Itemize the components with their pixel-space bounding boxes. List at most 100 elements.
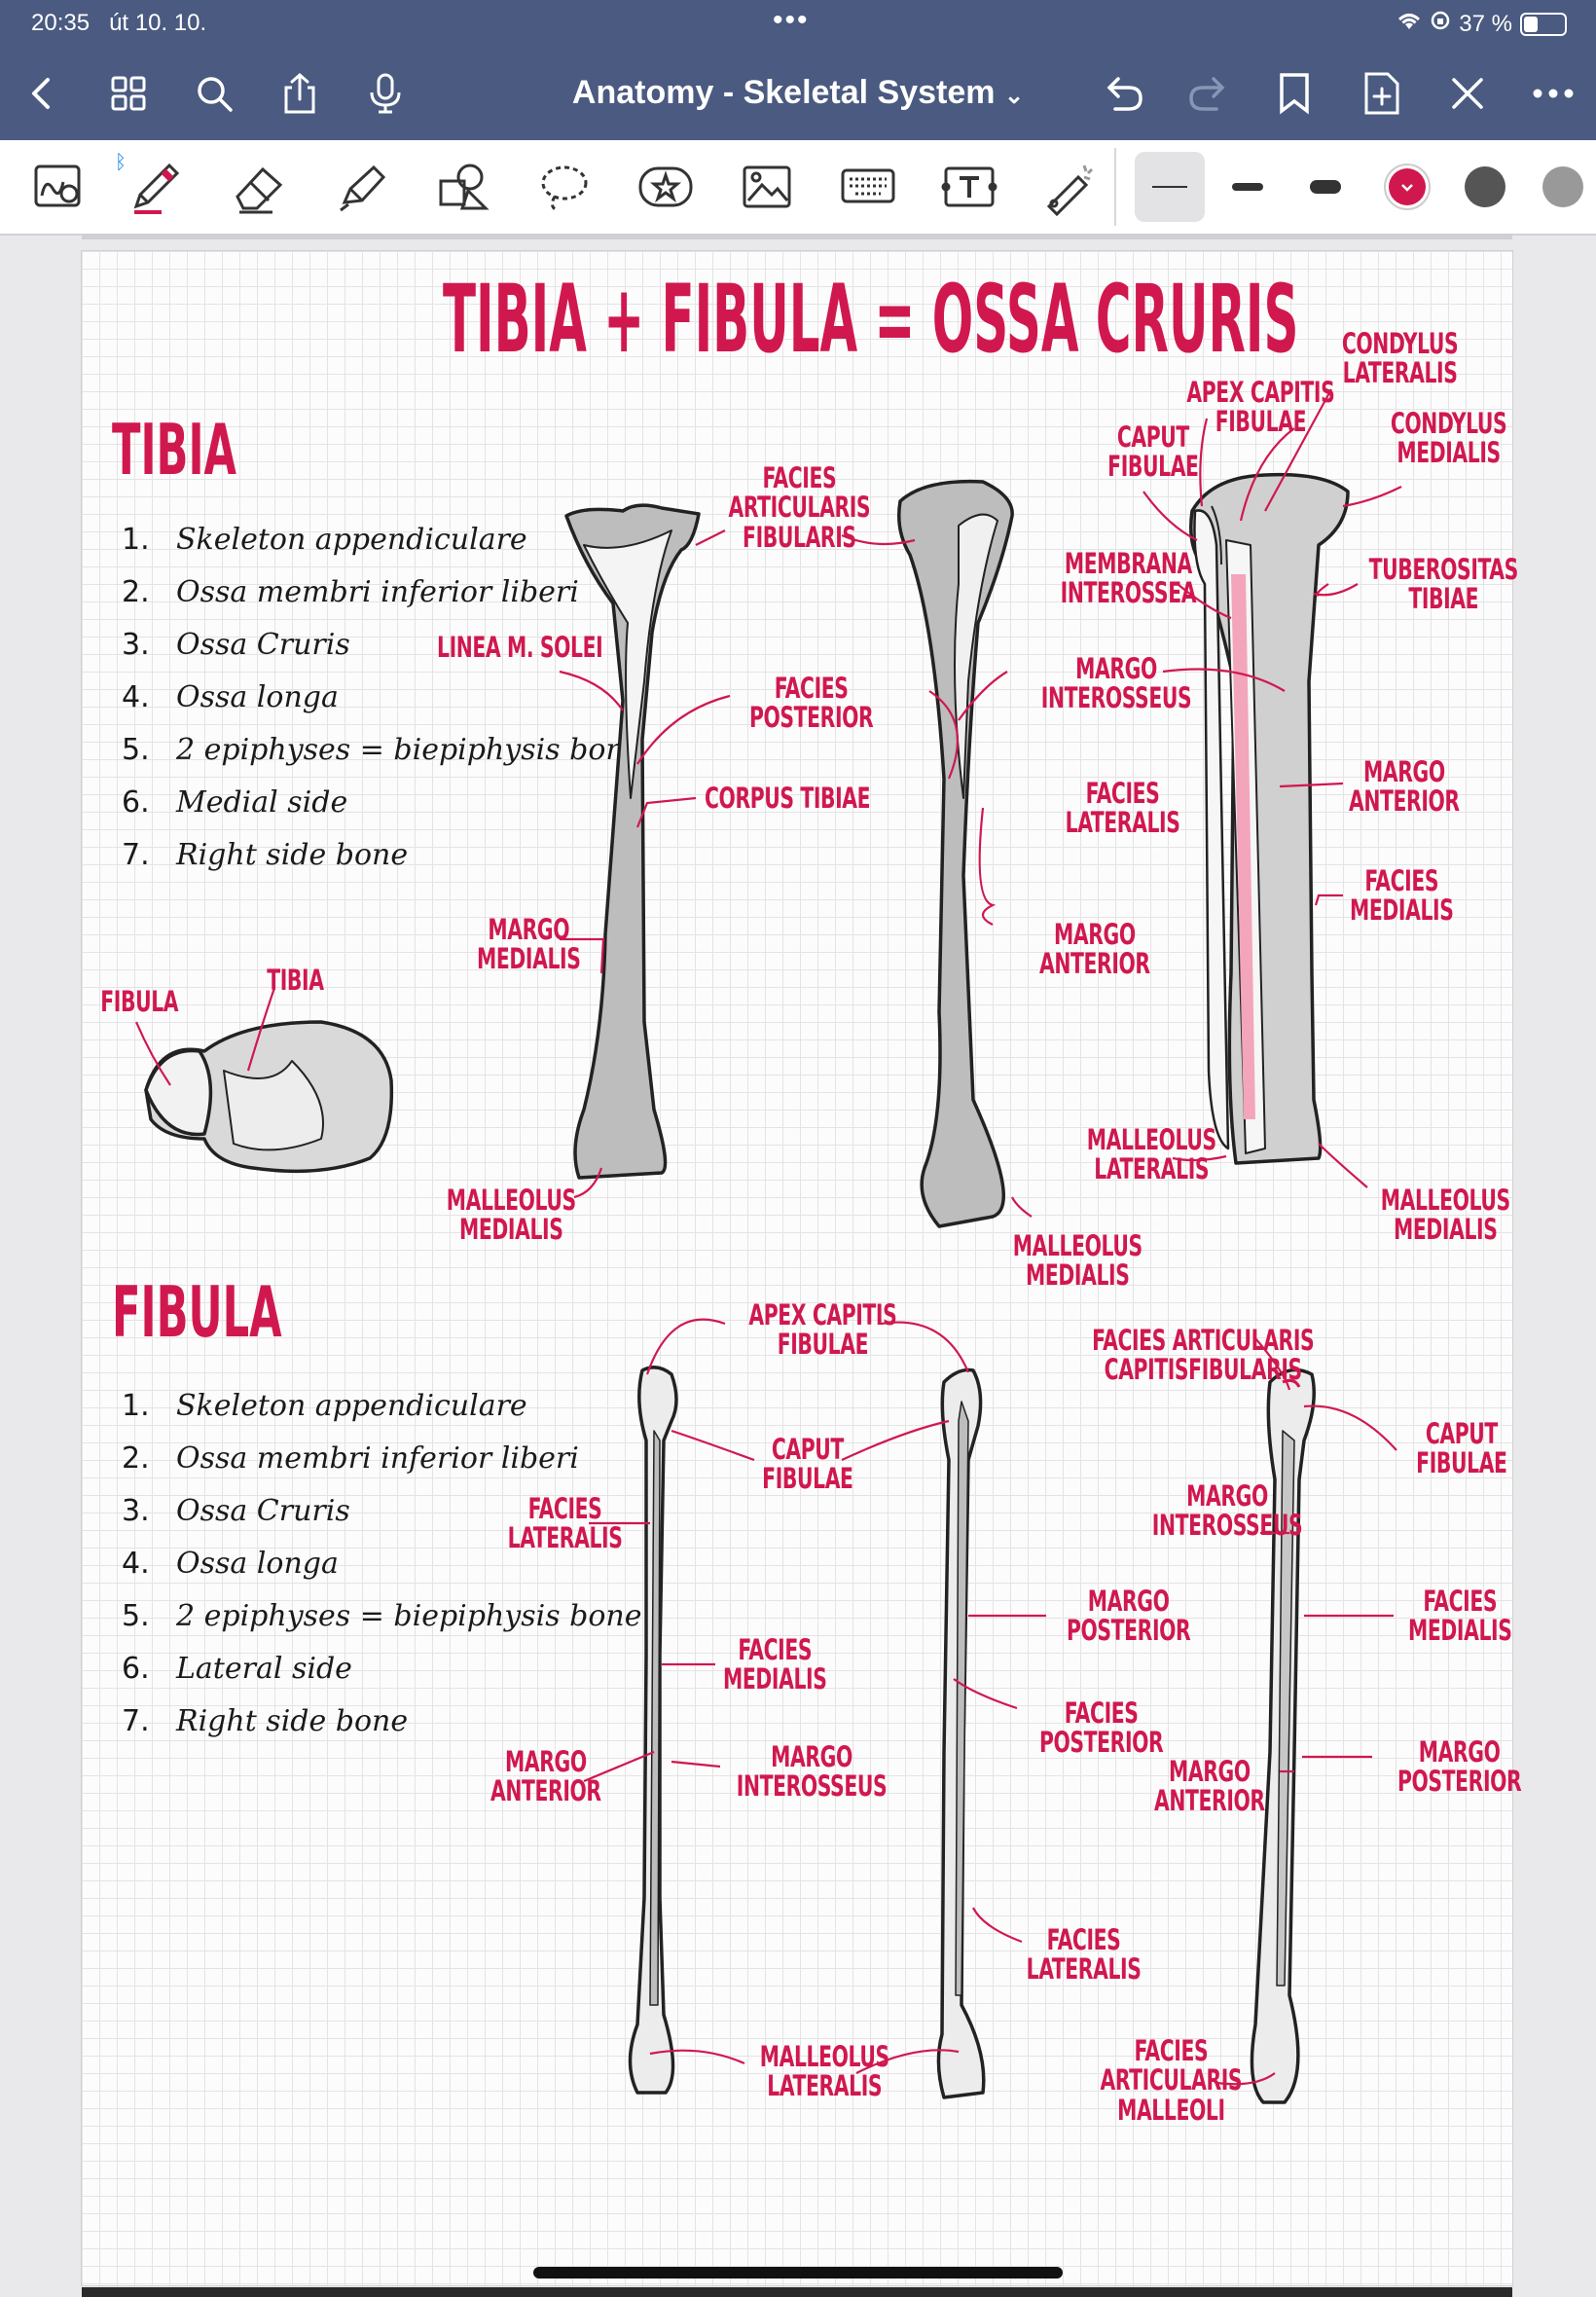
list-item: 2.Ossa membri inferior liberi bbox=[122, 575, 579, 609]
fibula-heading: FIBULA bbox=[112, 1271, 282, 1353]
list-item: 2.Ossa membri inferior liberi bbox=[122, 1441, 579, 1476]
home-indicator[interactable] bbox=[533, 2267, 1063, 2279]
laser-icon[interactable] bbox=[1037, 158, 1100, 216]
close-icon[interactable] bbox=[1444, 70, 1491, 117]
bluetooth-icon: ᛒ bbox=[115, 152, 127, 173]
image-icon[interactable] bbox=[736, 158, 798, 216]
fibula-medial-drawing bbox=[936, 1367, 986, 2099]
tibia-anterior-drawing bbox=[564, 503, 701, 1180]
text-icon[interactable] bbox=[938, 158, 1000, 216]
cross-section-drawing bbox=[144, 1020, 394, 1174]
multitask-dots-icon[interactable]: ••• bbox=[773, 4, 810, 36]
back-icon[interactable] bbox=[18, 70, 64, 117]
orientation-lock-icon bbox=[1430, 10, 1451, 38]
battery-percent: 37 % bbox=[1459, 10, 1512, 37]
stroke-size-thin[interactable] bbox=[1135, 152, 1205, 222]
bookmark-icon[interactable] bbox=[1271, 70, 1318, 117]
keyboard-icon[interactable] bbox=[837, 158, 899, 216]
add-page-icon[interactable] bbox=[1359, 70, 1405, 117]
status-right: 37 % bbox=[1396, 10, 1567, 38]
page-top-edge bbox=[82, 234, 1512, 239]
color-swatch-red[interactable] bbox=[1376, 158, 1438, 216]
tibia-posterior-drawing bbox=[897, 479, 1014, 1228]
battery-icon bbox=[1520, 12, 1567, 36]
highlighter-icon[interactable] bbox=[331, 158, 393, 216]
list-item: 1.Skeleton appendiculare bbox=[122, 523, 527, 557]
list-item: 7.Right side bone bbox=[122, 1704, 409, 1738]
sticker-icon[interactable] bbox=[635, 158, 697, 216]
toolbar-divider bbox=[1114, 148, 1116, 226]
share-icon[interactable] bbox=[276, 70, 323, 117]
zoom-lasso-icon[interactable] bbox=[27, 158, 90, 216]
fibula-facts-list: 1.Skeleton appendiculare 2.Ossa membri i… bbox=[122, 1380, 642, 1748]
grid-icon[interactable] bbox=[105, 70, 152, 117]
mic-icon[interactable] bbox=[362, 70, 409, 117]
drawing-toolbar: ᛒ bbox=[0, 140, 1596, 236]
eraser-icon[interactable] bbox=[228, 158, 290, 216]
list-item: 1.Skeleton appendiculare bbox=[122, 1389, 527, 1423]
list-item: 4.Ossa longa bbox=[122, 680, 339, 714]
color-swatch-dark-gray[interactable] bbox=[1454, 158, 1516, 216]
list-item: 4.Ossa longa bbox=[122, 1547, 339, 1581]
list-item: 5.2 epiphyses = biepiphysis bone bbox=[122, 1599, 642, 1633]
lasso-icon[interactable] bbox=[533, 158, 596, 216]
fibula-posterior-drawing bbox=[1250, 1367, 1316, 2104]
wifi-icon bbox=[1396, 11, 1422, 38]
list-item: 3.Ossa Cruris bbox=[122, 628, 350, 662]
color-swatch-gray[interactable] bbox=[1532, 158, 1594, 216]
list-item: 7.Right side bone bbox=[122, 838, 409, 872]
label-cross-tibia: TIBIA bbox=[267, 964, 324, 997]
status-bar: 20:35 út 10. 10. ••• 37 % bbox=[0, 0, 1596, 47]
search-icon[interactable] bbox=[191, 70, 237, 117]
fibula-lateral-drawing bbox=[628, 1366, 678, 2095]
stroke-size-thick[interactable] bbox=[1294, 158, 1357, 216]
tibia-facts-list: 1.Skeleton appendiculare 2.Ossa membri i… bbox=[122, 514, 642, 882]
chevron-down-icon: ⌄ bbox=[1003, 83, 1025, 109]
tibia-lateral-drawing bbox=[1189, 472, 1350, 1165]
list-item: 6.Medial side bbox=[122, 785, 348, 820]
shapes-icon[interactable] bbox=[432, 158, 494, 216]
undo-icon[interactable] bbox=[1100, 70, 1146, 117]
redo-icon[interactable] bbox=[1185, 70, 1232, 117]
list-item: 5.2 epiphyses = biepiphysis bone bbox=[122, 733, 642, 767]
more-icon[interactable] bbox=[1530, 70, 1577, 117]
pen-icon[interactable] bbox=[125, 158, 187, 216]
document-title[interactable]: Anatomy - Skeletal System ⌄ bbox=[571, 74, 1025, 111]
page-title: TIBIA + FIBULA = OSSA CRURIS bbox=[443, 265, 1299, 374]
navigation-bar: Anatomy - Skeletal System ⌄ bbox=[0, 47, 1596, 140]
list-item: 6.Lateral side bbox=[122, 1652, 352, 1686]
stroke-size-medium[interactable] bbox=[1216, 158, 1279, 216]
tibia-heading: TIBIA bbox=[112, 409, 236, 491]
